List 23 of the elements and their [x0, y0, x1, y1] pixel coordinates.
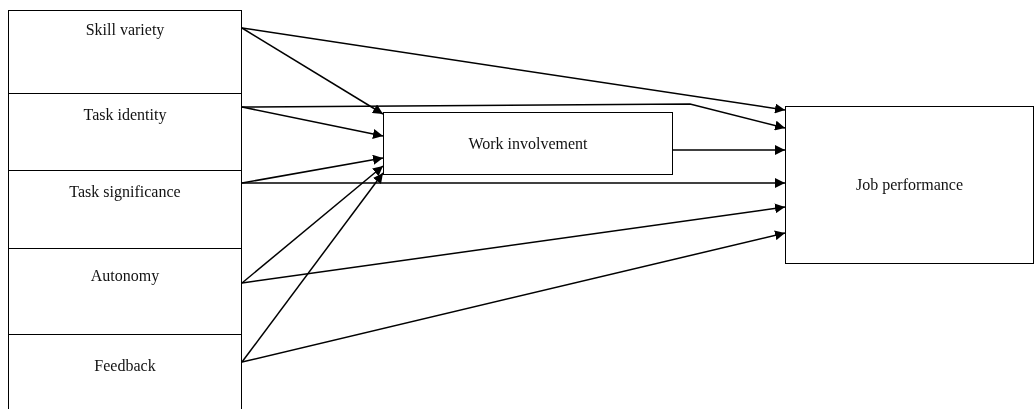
box: [8, 170, 242, 249]
box: [8, 93, 242, 171]
box: [8, 334, 242, 409]
arrow: [241, 203, 786, 284]
node-label: Autonomy: [90, 267, 160, 285]
node-label: Job performance: [855, 176, 964, 194]
arrow: [241, 27, 384, 115]
arrow: [241, 178, 786, 188]
arrow: [241, 172, 384, 363]
arrow: [241, 230, 786, 363]
node-label: Task identity: [83, 106, 167, 124]
node-label: Task significance: [69, 183, 181, 201]
box: [8, 10, 242, 94]
arrow: [241, 103, 786, 131]
arrow: [672, 145, 786, 155]
box: [383, 112, 673, 175]
node-label: Feedback: [94, 357, 156, 375]
box: [785, 106, 1034, 264]
box: [8, 248, 242, 335]
node-label: Work involvement: [468, 134, 588, 153]
node-label: Skill variety: [85, 21, 165, 39]
arrow: [241, 27, 786, 114]
arrow: [241, 165, 384, 284]
